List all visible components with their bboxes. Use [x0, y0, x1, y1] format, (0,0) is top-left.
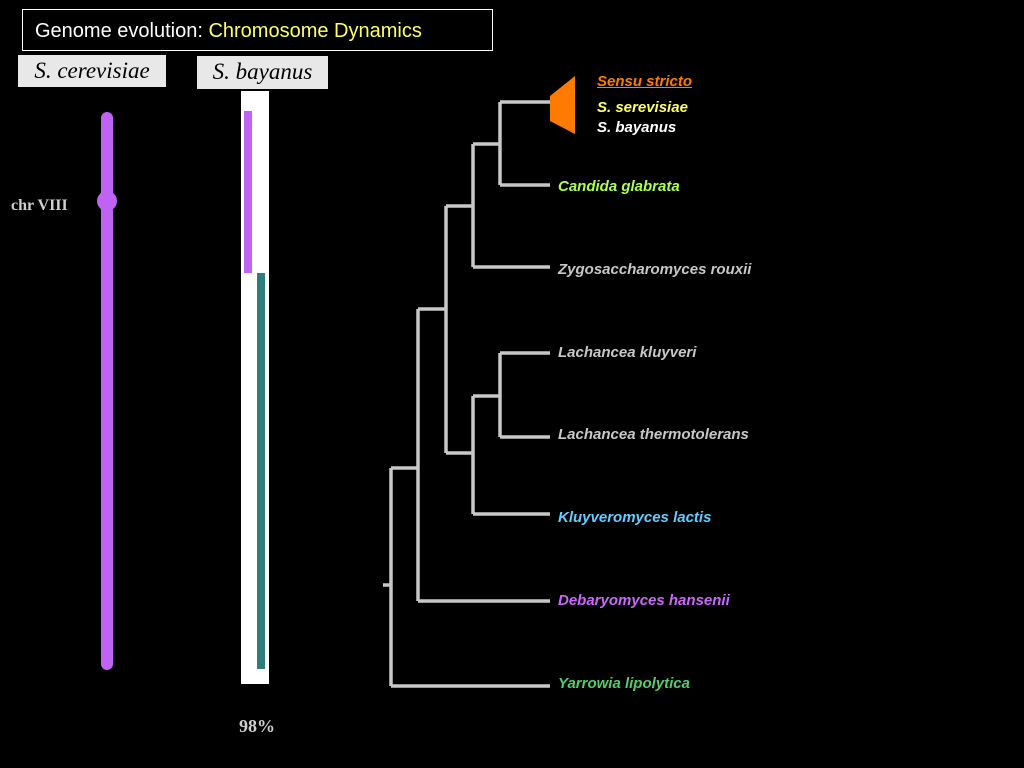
species-s-bayanus: S. bayanus	[597, 119, 677, 136]
slide-title: Genome evolution: Chromosome Dynamics	[22, 9, 493, 51]
species-s-serevisiae: S. serevisiae	[597, 99, 688, 116]
title-prefix: Genome evolution:	[35, 20, 209, 42]
block-chr8	[244, 111, 252, 273]
species-kluyveromyces-lactis: Kluyveromyces lactis	[558, 509, 712, 526]
centromere	[97, 191, 117, 211]
title-highlight: Chromosome Dynamics	[208, 20, 422, 42]
species-lachancea-thermotolerans: Lachancea thermotolerans	[558, 426, 749, 443]
sensu-stricto-clade	[550, 76, 575, 134]
label-s-cerevisiae: S. cerevisiae	[18, 55, 166, 87]
label-s-bayanus: S. bayanus	[197, 56, 328, 89]
species-yarrowia-lipolytica: Yarrowia lipolytica	[558, 675, 690, 692]
species-debaryomyces-hansenii: Debaryomyces hansenii	[558, 592, 730, 609]
species-lachancea-kluyveri: Lachancea kluyveri	[558, 344, 697, 361]
block-chr15	[257, 273, 265, 669]
phylogenetic-tree	[383, 100, 550, 688]
identity-percent: 98%	[239, 716, 275, 736]
species-candida-glabrata: Candida glabrata	[558, 178, 680, 195]
sensu-stricto-label: Sensu stricto	[597, 73, 693, 90]
chromosome-label: chr VIII	[11, 197, 68, 214]
species-zygosaccharomyces-rouxii: Zygosaccharomyces rouxii	[558, 261, 752, 278]
